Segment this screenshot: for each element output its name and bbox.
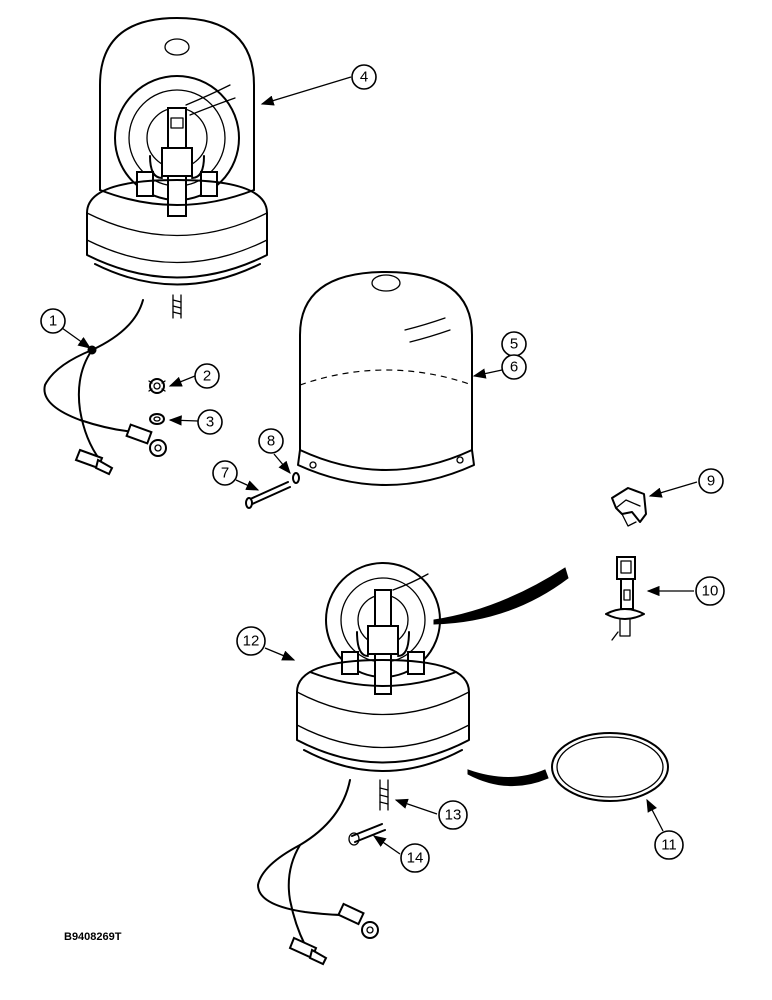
callout-label: 5: [510, 336, 518, 353]
figure-reference-code: B9408269T: [64, 931, 122, 943]
leader-line: [646, 798, 664, 832]
callout-14: 14: [400, 843, 430, 873]
callout-12: 12: [236, 626, 266, 656]
callout-7: 7: [212, 460, 238, 486]
leader-line: [264, 647, 296, 661]
callout-label: 1: [49, 313, 57, 330]
callout-6: 6: [501, 354, 527, 380]
leader-line: [273, 453, 291, 474]
callout-label: 13: [445, 807, 462, 824]
leader-line: [235, 479, 260, 491]
leader-line: [260, 76, 352, 106]
callout-label: 12: [243, 633, 260, 650]
callout-label: 8: [267, 433, 275, 450]
gasket-ring-part: [551, 732, 669, 802]
callout-label: 14: [407, 850, 424, 867]
callout-11: 11: [654, 830, 684, 860]
lock-washer-part: [148, 378, 166, 394]
beacon-assembly-lower: [257, 562, 470, 966]
leader-line: [168, 375, 196, 387]
connection-line: [467, 769, 549, 787]
callout-8: 8: [258, 428, 284, 454]
leader-line: [168, 415, 199, 426]
replacement-dome: [297, 271, 475, 486]
callout-label: 10: [702, 583, 719, 600]
leader-line: [648, 481, 698, 498]
callout-10: 10: [695, 576, 725, 606]
callout-label: 2: [203, 368, 211, 385]
beacon-assembly-top: [43, 17, 268, 476]
halogen-bulb-part: [605, 556, 645, 641]
washer-part: [149, 413, 165, 425]
leader-line: [61, 327, 92, 349]
callout-5: 5: [501, 331, 527, 357]
callout-label: 11: [661, 837, 677, 854]
callout-label: 9: [707, 473, 715, 490]
leader-line: [472, 368, 503, 379]
callout-3: 3: [197, 409, 223, 435]
leader-line: [394, 798, 438, 815]
callout-2: 2: [194, 363, 220, 389]
callout-4: 4: [351, 64, 377, 90]
callout-13: 13: [438, 800, 468, 830]
callout-9: 9: [698, 468, 724, 494]
washer-small-part: [292, 472, 300, 484]
leader-line: [372, 835, 401, 855]
callout-1: 1: [40, 308, 66, 334]
screw-part: [245, 481, 291, 509]
callout-label: 7: [221, 465, 229, 482]
connection-line: [433, 567, 569, 625]
callout-label: 4: [360, 69, 368, 86]
callout-label: 3: [206, 414, 214, 431]
bulb-clip-part: [611, 487, 647, 527]
callout-label: 6: [510, 359, 518, 376]
cotter-pin-part: [348, 823, 386, 846]
